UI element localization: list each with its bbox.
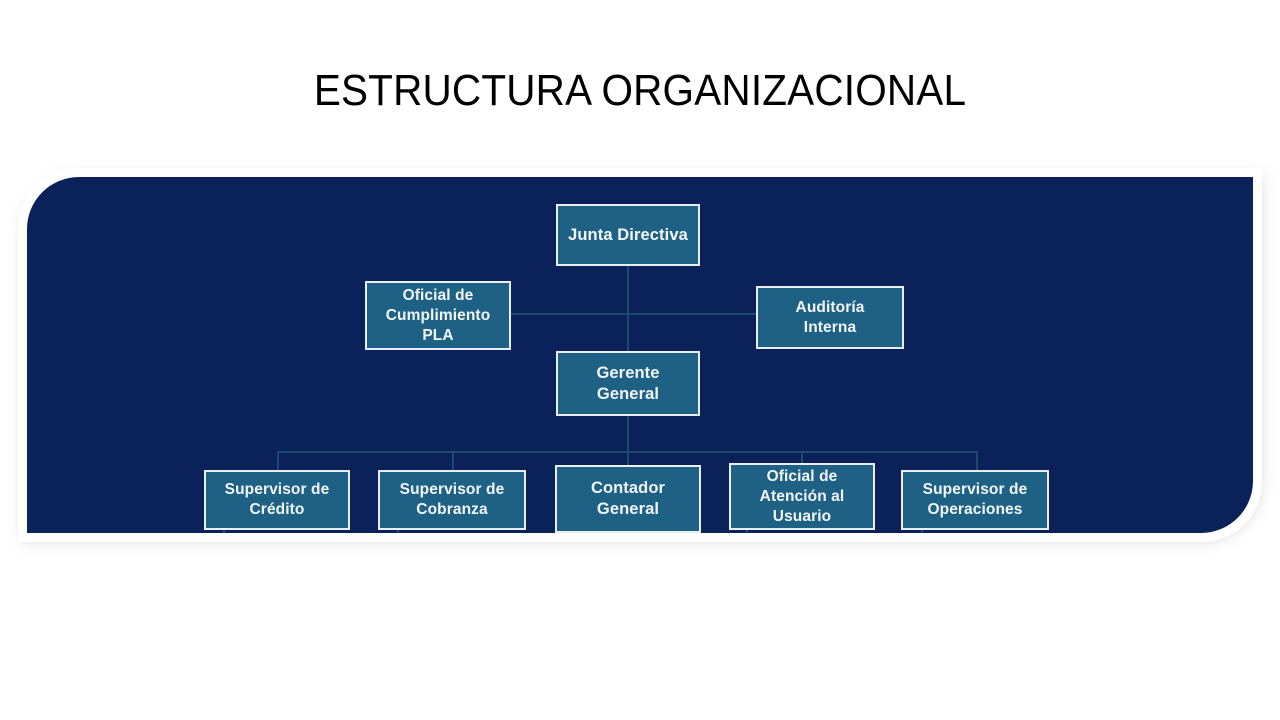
org-node-oficial-atencion-usuario[interactable]: Oficial de Atención al Usuario xyxy=(729,463,875,530)
connector-drop-supervisor-credito xyxy=(277,451,279,473)
connector-junta-to-gerente xyxy=(627,249,629,360)
org-chart-canvas: Junta Directiva Oficial de Cumplimiento … xyxy=(27,177,1253,533)
connector-stub-supervisor-operaciones xyxy=(921,527,923,533)
org-node-oficial-cumplimiento-pla[interactable]: Oficial de Cumplimiento PLA xyxy=(365,281,511,350)
connector-staff-bar xyxy=(503,313,757,315)
connector-drop-oficial-atencion xyxy=(801,451,803,473)
org-chart-panel: Junta Directiva Oficial de Cumplimiento … xyxy=(18,168,1262,542)
connector-gerente-drop xyxy=(627,396,629,452)
org-node-auditoria-interna[interactable]: Auditoría Interna xyxy=(756,286,904,349)
org-node-supervisor-credito[interactable]: Supervisor de Crédito xyxy=(204,470,350,530)
org-node-supervisor-cobranza[interactable]: Supervisor de Cobranza xyxy=(378,470,526,530)
org-node-supervisor-operaciones[interactable]: Supervisor de Operaciones xyxy=(901,470,1049,530)
page-title: ESTRUCTURA ORGANIZACIONAL xyxy=(313,66,967,115)
connector-drop-supervisor-operaciones xyxy=(976,451,978,473)
connector-stub-oficial-atencion xyxy=(746,527,748,533)
org-node-junta-directiva[interactable]: Junta Directiva xyxy=(556,204,700,266)
org-node-gerente-general[interactable]: Gerente General xyxy=(556,351,700,416)
connector-stub-supervisor-credito xyxy=(223,527,225,533)
connector-drop-contador-general xyxy=(627,451,629,469)
connector-stub-supervisor-cobranza xyxy=(397,527,399,533)
org-node-contador-general[interactable]: Contador General xyxy=(555,465,701,533)
connector-drop-supervisor-cobranza xyxy=(452,451,454,473)
